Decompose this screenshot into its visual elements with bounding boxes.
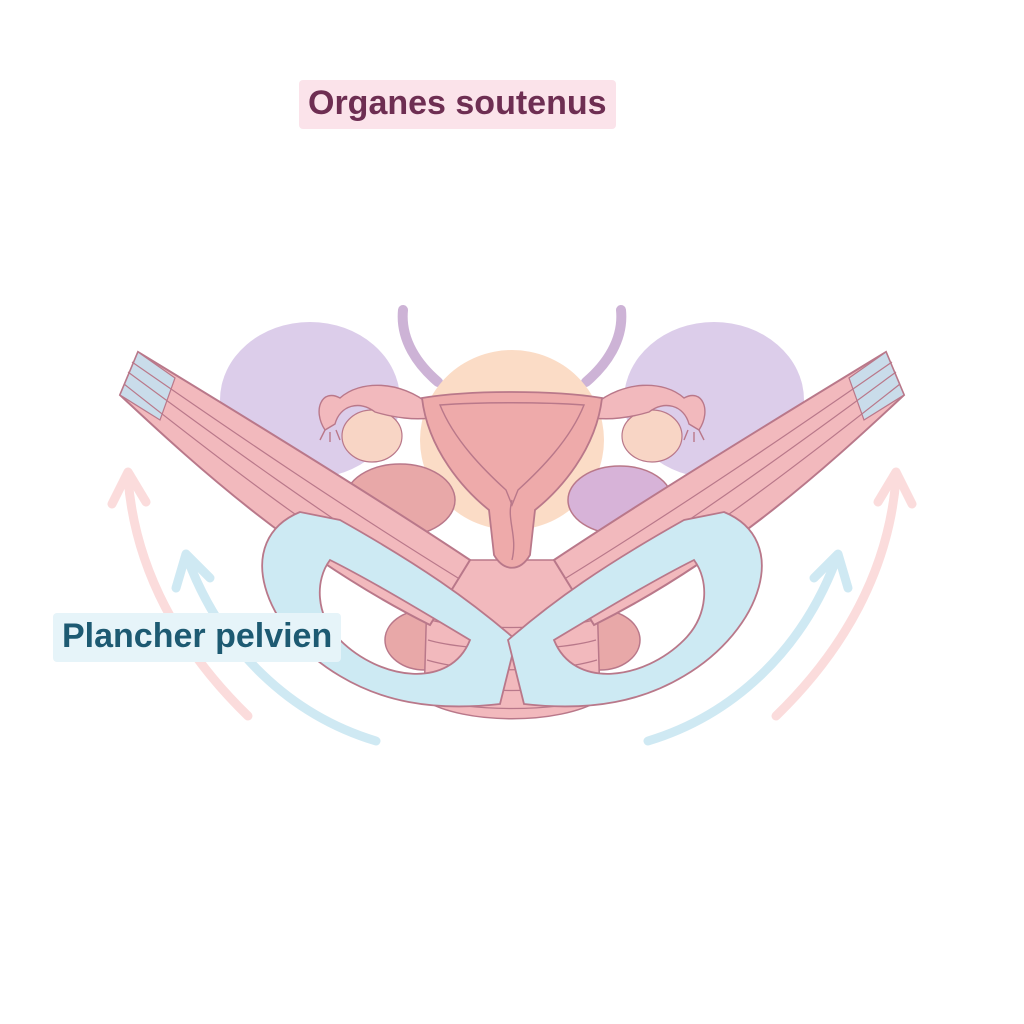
left-adnexa [318,384,431,463]
left-ovary [341,409,403,463]
left-ureter [397,305,443,387]
right-ureter [581,305,627,387]
right-inner-arrowhead [809,549,853,593]
left-inner-arrow [183,555,381,746]
right-outer-arrowhead [873,467,917,509]
left-inner-arrowhead [171,549,215,593]
cervical-canal [509,499,515,561]
support-arrows [107,467,917,746]
right-support-sling [506,511,763,708]
right-adnexa [593,384,706,463]
uterus [421,391,603,569]
pelvic-floor-label: Plancher pelvien [53,613,342,662]
organs-supported-label: Organes soutenus [299,80,616,129]
right-inner-arrow [643,555,841,746]
left-fallopian-tube [318,384,431,431]
uterine-cavity [438,402,586,507]
left-outer-arrow [123,473,253,721]
right-fallopian-tube [593,384,706,431]
left-outer-arrowhead [107,467,151,509]
right-outer-arrow [771,473,901,721]
right-ovary [621,409,683,463]
